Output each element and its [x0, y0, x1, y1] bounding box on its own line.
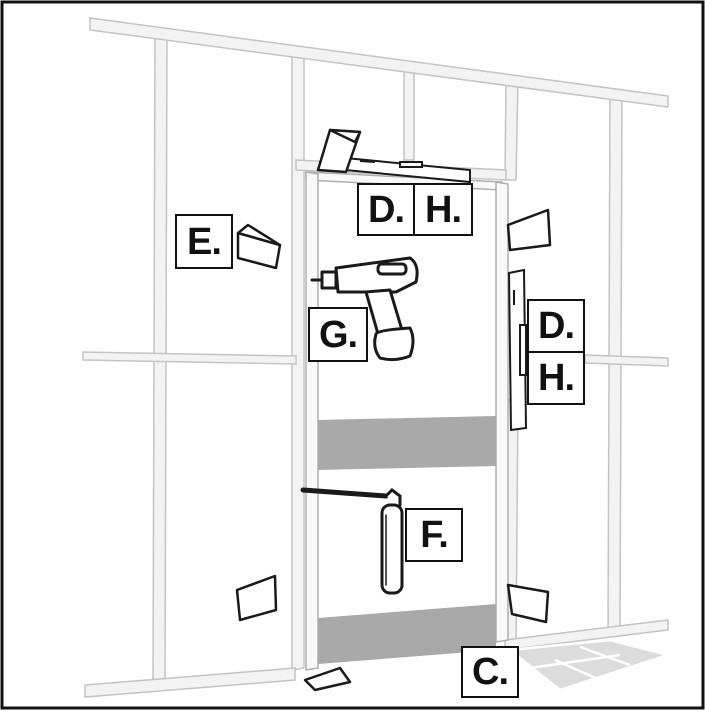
wedge-right — [506, 208, 552, 252]
wedges — [235, 128, 552, 692]
wedge-top-face — [328, 128, 362, 144]
label-top-level-h: H. — [413, 183, 473, 236]
door-frame-right — [495, 181, 509, 643]
wedge-low-right — [506, 583, 550, 624]
adhesive-gun-icon — [300, 487, 404, 595]
stud-4 — [504, 77, 519, 181]
floor-protection — [506, 638, 673, 692]
stud-3 — [403, 62, 415, 161]
door-frame — [305, 171, 509, 671]
wall-frame — [82, 17, 669, 698]
label-side-level-h: H. — [527, 351, 585, 405]
spirit-level-side — [507, 268, 528, 432]
door-frame-left — [305, 171, 319, 671]
label-top-level-d: D. — [357, 183, 415, 236]
label-drill: G. — [308, 307, 368, 362]
drill-icon — [310, 256, 419, 362]
wedge-floor — [303, 666, 352, 692]
wedge-left-face — [236, 223, 282, 247]
mid-rail-left — [82, 351, 297, 365]
top-plate — [89, 17, 669, 108]
bottom-plate-left — [84, 667, 296, 698]
label-side-level-d: D. — [527, 299, 585, 353]
label-floor-protection: C. — [461, 646, 519, 698]
label-wedges: E. — [175, 214, 233, 269]
door-panel-lower — [318, 604, 496, 664]
wedge-low-left — [235, 574, 278, 622]
label-adhesive-gun: F. — [405, 508, 463, 562]
mid-rail-right — [584, 354, 669, 367]
door-panel-upper — [318, 416, 496, 470]
